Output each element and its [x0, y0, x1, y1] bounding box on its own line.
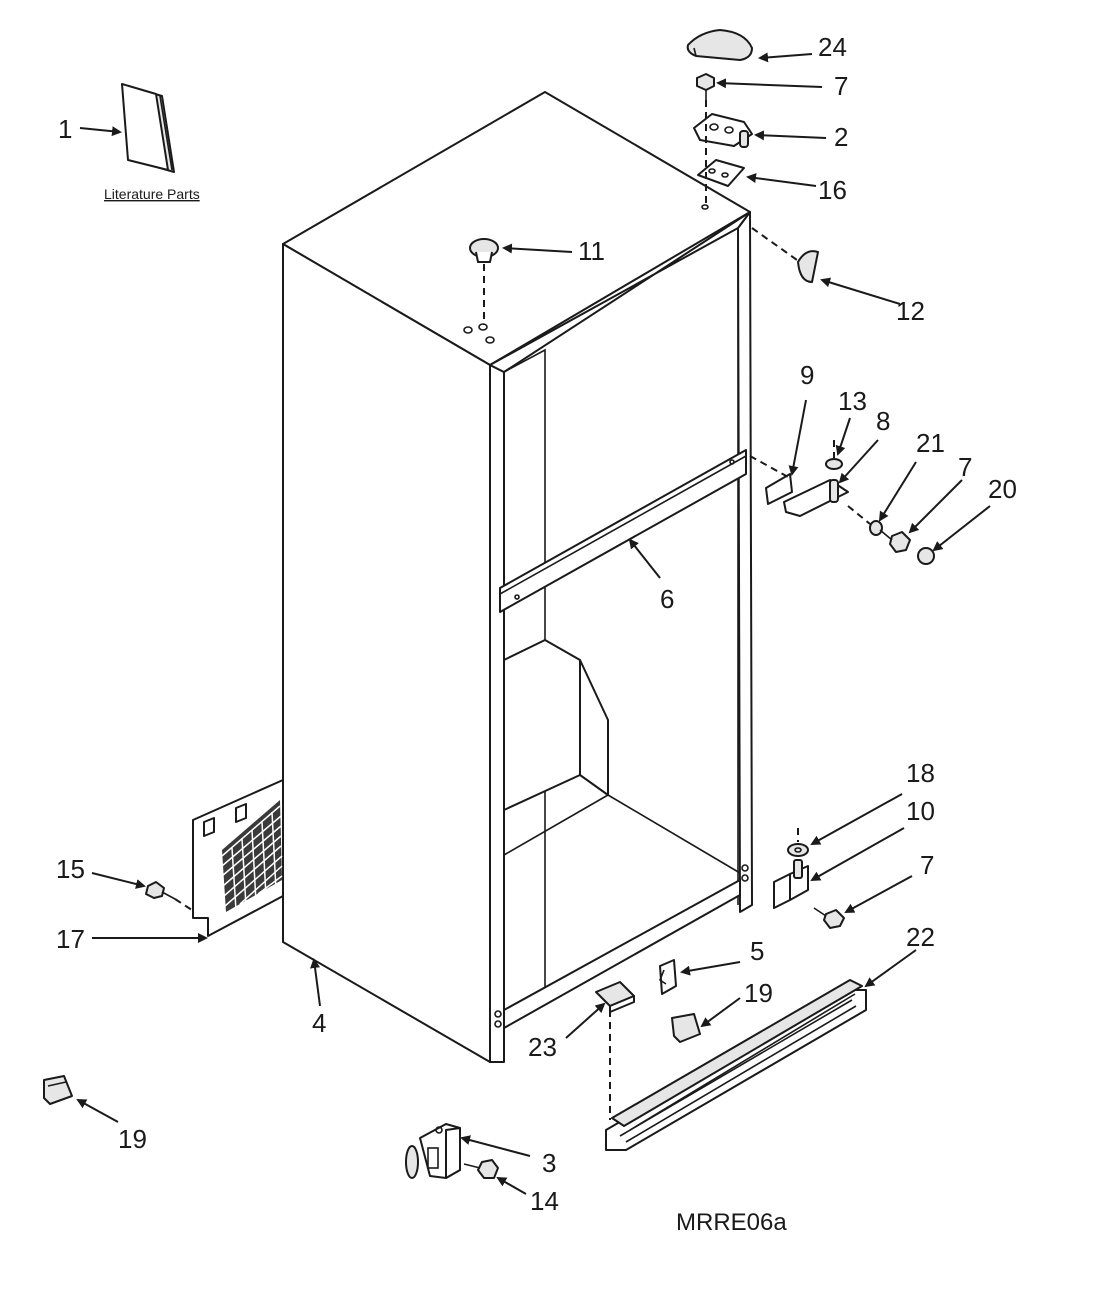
bottom-hinge-washer [787, 828, 809, 857]
grille-clip-23 [595, 981, 635, 1013]
literature-parts-label: Literature Parts [104, 186, 200, 202]
hinge-cover [686, 29, 753, 61]
clip-5 [659, 959, 677, 995]
hinge-washer-13 [825, 440, 843, 470]
bracket-screw [463, 1159, 499, 1179]
callout-13: 13 [838, 386, 867, 416]
callout-22: 22 [906, 922, 935, 952]
callout-17: 17 [56, 924, 85, 954]
callout-9: 9 [800, 360, 814, 390]
callout-7-top: 7 [834, 71, 848, 101]
callout-12: 12 [896, 296, 925, 326]
callout-7-bottom: 7 [920, 850, 934, 880]
divider-rail [499, 449, 747, 613]
cap-19-left [43, 1075, 73, 1105]
callout-3: 3 [542, 1148, 556, 1178]
bottom-hinge [773, 859, 809, 909]
callout-16: 16 [818, 175, 847, 205]
callout-6: 6 [660, 584, 674, 614]
callout-1: 1 [58, 114, 72, 144]
callout-8: 8 [876, 406, 890, 436]
literature-booklet [121, 83, 175, 173]
door-stop [751, 227, 819, 283]
refrigerator-cabinet [282, 91, 753, 1063]
callout-5: 5 [750, 936, 764, 966]
roller-bracket [405, 1123, 461, 1179]
top-hinge [693, 113, 753, 148]
callout-7-center: 7 [958, 452, 972, 482]
bottom-hinge-screw [813, 907, 845, 929]
callout-18: 18 [906, 758, 935, 788]
callout-11: 11 [578, 236, 605, 266]
callout-24: 24 [818, 32, 847, 62]
leader-lines [76, 52, 991, 1195]
panel-screw [145, 881, 196, 913]
callout-15: 15 [56, 854, 85, 884]
callout-19-left: 19 [118, 1124, 147, 1154]
rear-access-panel [192, 779, 284, 937]
vent-grille [221, 800, 283, 912]
toe-grille [605, 979, 867, 1151]
cap-19-right [671, 1013, 701, 1043]
callout-4: 4 [312, 1008, 326, 1038]
hinge-shim [697, 100, 745, 205]
callout-14: 14 [530, 1186, 559, 1216]
callout-21: 21 [916, 428, 945, 458]
hinge-pin-8 [829, 479, 839, 503]
callout-numbers: 1 24 7 2 16 11 12 9 13 8 21 7 20 6 18 10… [56, 32, 1017, 1216]
callout-19-right: 19 [744, 978, 773, 1008]
top-hinge-screw [696, 73, 715, 100]
diagram-code: MRRE06a [676, 1209, 787, 1236]
callout-23: 23 [528, 1032, 557, 1062]
plug-button [469, 238, 499, 325]
callout-10: 10 [906, 796, 935, 826]
callout-20: 20 [988, 474, 1017, 504]
hinge-parts-21-7-20 [847, 505, 935, 565]
callout-2: 2 [834, 122, 848, 152]
